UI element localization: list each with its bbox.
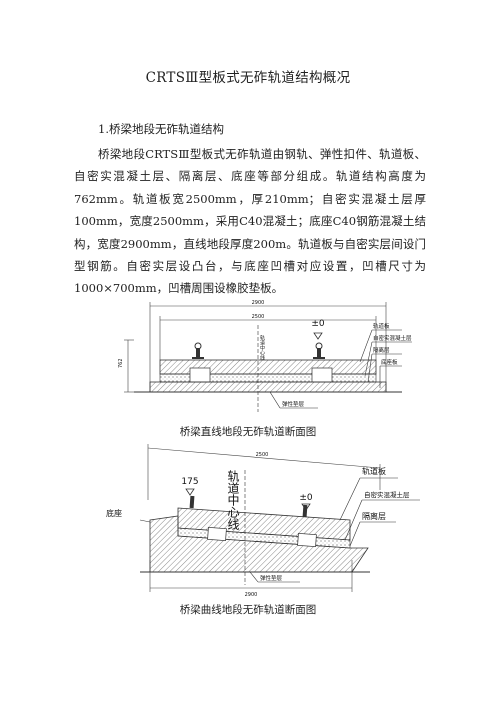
- fig1-callout-base: 底座板: [381, 358, 398, 366]
- fig2-dim-bottom: 2900: [245, 592, 258, 598]
- fig1-callout-leaders: [269, 329, 412, 409]
- fig2-recess-right: [297, 533, 317, 547]
- fig1-dim-top: 2900: [252, 300, 265, 306]
- fig2-elevation-right: ±0: [299, 493, 313, 503]
- fig2-recess-left: [207, 527, 227, 541]
- fig2-elevation-left-marker: [185, 488, 195, 496]
- fig1-callout-isolation: 隔离层: [373, 346, 390, 354]
- fig2-dimension-lines: [147, 444, 381, 592]
- fig1-left-dim: 762: [118, 358, 124, 368]
- fig1-center-label: 轨道中心线: [259, 334, 265, 360]
- fig1-dimension-lines: [124, 302, 387, 393]
- fig2-elevation-left: 175: [181, 477, 198, 487]
- fig1-dim-second: 2500: [252, 314, 265, 320]
- fig2-callout-scc: 自密实混凝土层: [364, 490, 410, 499]
- fig1-callout-slab: 轨道板: [373, 322, 390, 330]
- fig2-callout-leaders: [139, 477, 420, 583]
- fig2-elevation-right-marker: [301, 503, 311, 511]
- fig1-rails: [192, 342, 325, 359]
- fig2-bottom-label: 弹性垫层: [260, 574, 283, 582]
- figure1-caption: 桥梁直线地段无砟轨道断面图: [179, 426, 317, 438]
- section-heading: 1.桥梁地段无砟轨道结构: [98, 122, 224, 136]
- figure2-caption: 桥梁曲线地段无砟轨道断面图: [179, 604, 317, 616]
- fig2-dim-top: 2500: [256, 452, 269, 458]
- fig1-elevation-marker: [313, 332, 323, 340]
- fig2-callout-slab: 轨道板: [362, 466, 386, 476]
- fig2-center-label: 轨道中心线: [226, 470, 240, 530]
- body-paragraph: 桥梁地段CRTSⅢ型板式无砟轨道由钢轨、弹性扣件、轨道板、自密实混凝土层、隔离层…: [74, 147, 426, 296]
- document-title: CRTSⅢ型板式无砟轨道结构概况: [145, 70, 351, 86]
- fig1-elevation: ±0: [311, 319, 325, 329]
- fig1-bottom-label: 弹性垫层: [282, 400, 305, 408]
- fig2-left-label: 底座: [106, 508, 122, 518]
- fig1-callout-scc: 自密实混凝土层: [373, 334, 412, 342]
- fig2-track-structure: [149, 507, 369, 573]
- fig2-callout-isolation: 隔离层: [362, 511, 386, 521]
- fig2-rails: [189, 495, 308, 518]
